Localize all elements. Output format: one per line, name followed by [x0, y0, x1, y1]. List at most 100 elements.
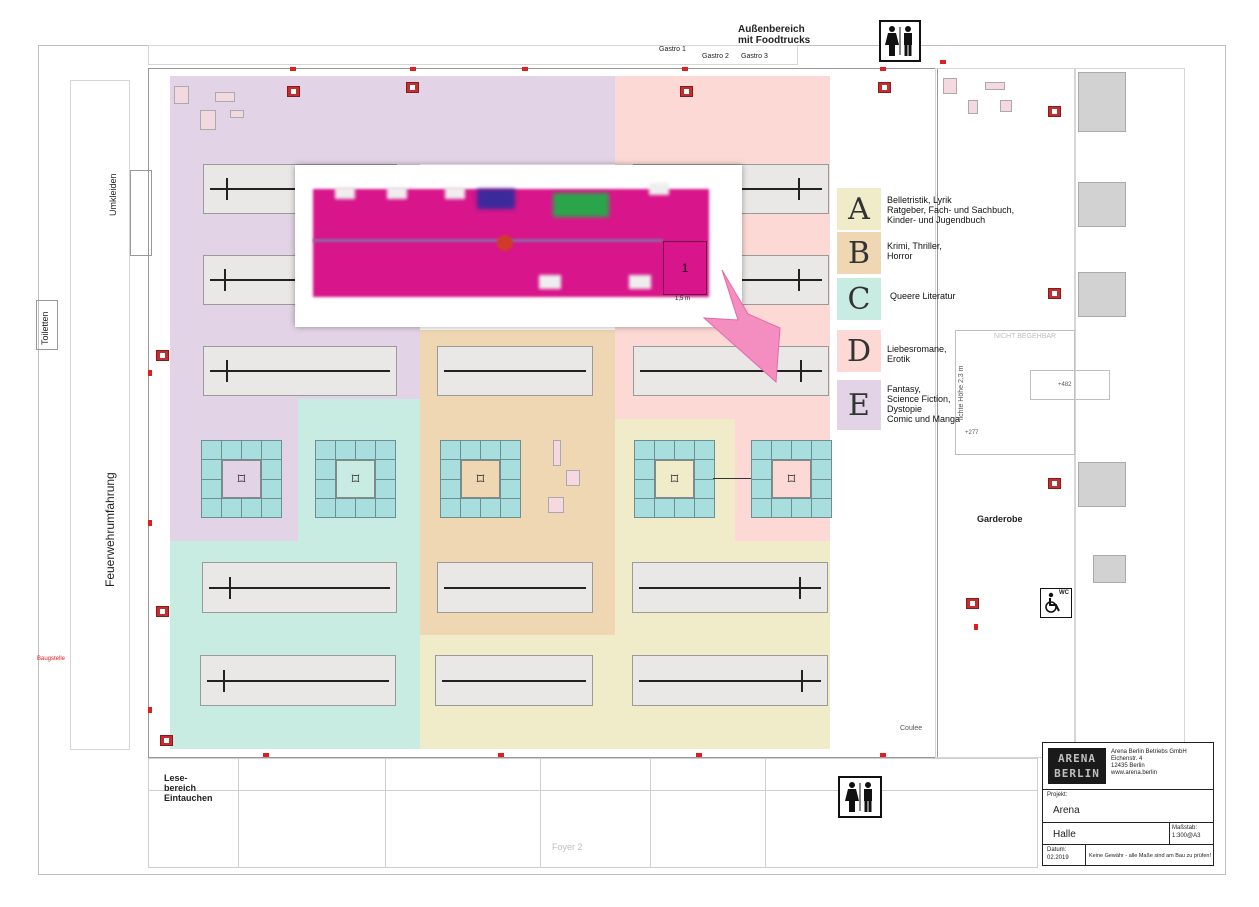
booth-table-row[interactable]	[435, 655, 593, 706]
marker	[148, 707, 152, 713]
marker	[974, 624, 978, 630]
storage-room	[1078, 72, 1126, 132]
marker	[880, 67, 886, 71]
booth-table-row[interactable]	[202, 562, 397, 613]
bottom-divider	[148, 790, 1038, 791]
disclaimer: Keine Gewähr - alle Maße sind am Bau zu …	[1089, 853, 1211, 859]
gastro-label: Gastro 3	[741, 53, 768, 60]
emergency-exit-icon	[160, 735, 173, 746]
emergency-exit-icon	[1048, 106, 1061, 117]
furniture	[553, 440, 561, 466]
emergency-exit-icon	[680, 86, 693, 97]
massstab-divider	[1169, 822, 1170, 844]
island-core-a: ⌑	[654, 460, 695, 498]
booth-island[interactable]: ⌑	[201, 440, 282, 518]
furniture	[943, 78, 957, 94]
booth-island[interactable]: ⌑	[634, 440, 715, 518]
inset-scale-label: 1,5 m	[675, 296, 691, 302]
faded-label: Coulee	[900, 725, 923, 732]
restroom-icon	[838, 776, 882, 818]
emergency-exit-icon	[1048, 288, 1061, 299]
plan-value: Halle	[1053, 829, 1076, 840]
bottom-divider	[385, 758, 386, 868]
outdoor-area-label: Außenbereich mit Foodtrucks	[738, 24, 811, 46]
inset-booth-1[interactable]: 1	[663, 241, 707, 295]
island-connector	[713, 478, 751, 479]
zone-e	[170, 76, 615, 164]
title-divider	[1043, 789, 1213, 790]
title-divider	[1043, 844, 1213, 845]
legend-swatch-b: B	[837, 232, 881, 274]
datum-divider	[1085, 844, 1086, 866]
emergency-exit-icon	[156, 606, 169, 617]
emergency-exit-icon	[878, 82, 891, 93]
umkleiden-label: Umkleiden	[108, 173, 118, 216]
stair-inner	[1030, 370, 1110, 400]
title-divider	[1043, 822, 1213, 823]
legend-text-d: Liebesromane,Erotik	[887, 344, 947, 364]
emergency-exit-icon	[406, 82, 419, 93]
inset-chair	[629, 275, 651, 289]
datum-value: 02.2019	[1047, 855, 1069, 861]
marker	[498, 753, 504, 757]
booth-table-row[interactable]	[203, 346, 397, 396]
inset-chair	[539, 275, 561, 289]
projekt-value: Arena	[1053, 805, 1080, 816]
garderobe-label: Garderobe	[977, 514, 1023, 524]
booth-table-row[interactable]	[633, 346, 829, 396]
massstab-value: 1:300@A3	[1172, 833, 1201, 839]
toiletten-box	[36, 300, 58, 350]
left-corridor	[70, 80, 130, 750]
restroom-icon	[879, 20, 921, 62]
legend-swatch-e: E	[837, 380, 881, 430]
booth-table-row[interactable]	[632, 562, 828, 613]
furniture	[968, 100, 978, 114]
bottom-divider	[765, 758, 766, 868]
booth-table-row[interactable]	[200, 655, 396, 706]
booth-island[interactable]: ⌑	[751, 440, 832, 518]
marker	[148, 370, 152, 376]
emergency-exit-icon	[1048, 478, 1061, 489]
marker	[696, 753, 702, 757]
booth-table-row[interactable]	[437, 562, 593, 613]
furniture	[985, 82, 1005, 90]
legend-swatch-c: C	[837, 278, 881, 320]
massstab-label: Maßstab:	[1172, 825, 1198, 831]
furniture	[200, 110, 216, 130]
emergency-exit-icon	[966, 598, 979, 609]
bottom-wing	[148, 758, 1038, 868]
inset-blue-booth	[477, 189, 515, 209]
emergency-exit-icon	[287, 86, 300, 97]
bottom-divider	[238, 758, 239, 868]
booth-table-row[interactable]	[632, 655, 828, 706]
storage-room	[1093, 555, 1126, 583]
fire-lane-label: Feuerwehrumfahrung	[103, 472, 117, 587]
marker	[410, 67, 416, 71]
island-core-c: ⌑	[335, 460, 376, 498]
marker	[880, 753, 886, 757]
legend-text-b: Krimi, Thriller,Horror	[887, 241, 942, 261]
top-strip	[148, 45, 798, 65]
inset-chair	[649, 183, 669, 195]
furniture	[230, 110, 244, 118]
datum-label: Datum:	[1047, 847, 1067, 853]
gastro-label: Gastro 2	[702, 53, 729, 60]
legend-swatch-a: A	[837, 188, 881, 230]
gastro-label: Gastro 1	[659, 46, 686, 53]
booth-island[interactable]: ⌑	[315, 440, 396, 518]
emergency-exit-icon	[156, 350, 169, 361]
marker	[682, 67, 688, 71]
booth-island[interactable]: ⌑	[440, 440, 521, 518]
booth-table-row[interactable]	[437, 346, 593, 396]
marker	[148, 520, 152, 526]
umkleiden-box	[130, 170, 152, 256]
furniture	[548, 497, 564, 513]
inset-chair	[445, 187, 465, 199]
inset-aisle-line	[313, 239, 663, 242]
legend-text-c: Queere Literatur	[890, 291, 956, 301]
faded-label: +482	[1058, 382, 1072, 388]
accessible-wc-icon: WC	[1040, 588, 1072, 618]
furniture	[566, 470, 580, 486]
inset-chair	[387, 187, 407, 199]
reading-area-label: Lese- bereich Eintauchen	[164, 773, 213, 803]
